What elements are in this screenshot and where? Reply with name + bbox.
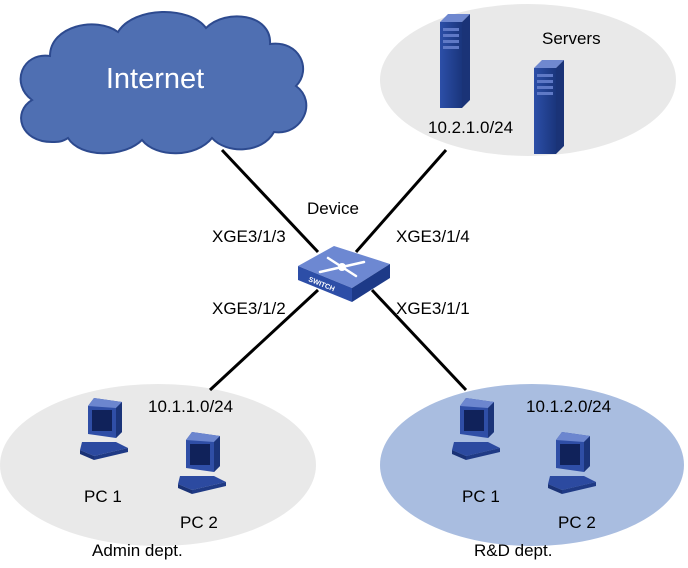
server-tower-icon <box>440 14 470 108</box>
internet-label: Internet <box>106 63 204 95</box>
device-label: Device <box>307 199 359 218</box>
server-tower-icon <box>534 60 564 154</box>
port-label-rd: XGE3/1/1 <box>396 299 470 318</box>
servers-subnet: 10.2.1.0/24 <box>428 118 513 137</box>
switch-icon: SWITCH <box>298 246 390 302</box>
port-label-servers: XGE3/1/4 <box>396 227 470 246</box>
rd-pc1-label: PC 1 <box>462 487 500 506</box>
link-rd <box>370 288 468 392</box>
admin-pc2-label: PC 2 <box>180 513 218 532</box>
rd-pc2-label: PC 2 <box>558 513 596 532</box>
link-admin <box>208 288 320 392</box>
rd-dept-label: R&D dept. <box>474 541 552 560</box>
rd-zone <box>380 384 684 546</box>
port-label-admin: XGE3/1/2 <box>212 299 286 318</box>
servers-zone <box>380 4 676 156</box>
servers-label: Servers <box>542 29 601 48</box>
admin-subnet: 10.1.1.0/24 <box>148 397 233 416</box>
admin-pc1-label: PC 1 <box>84 487 122 506</box>
link-internet <box>220 148 320 254</box>
rd-subnet: 10.1.2.0/24 <box>526 397 611 416</box>
link-servers <box>354 149 448 253</box>
admin-dept-label: Admin dept. <box>92 541 183 560</box>
admin-zone <box>0 384 316 546</box>
internet-cloud-icon <box>19 11 308 155</box>
port-label-internet: XGE3/1/3 <box>212 227 286 246</box>
